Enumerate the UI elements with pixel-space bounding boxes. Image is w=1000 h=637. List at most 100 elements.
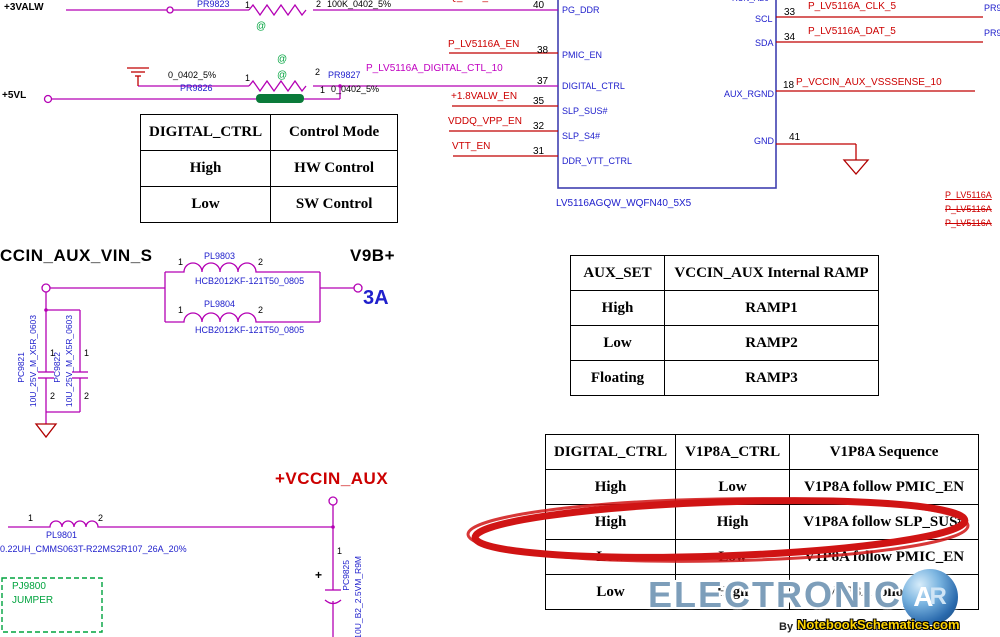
pin-number: 2 [316,0,322,9]
chip-pin-name-clipped: RUN_ADJ [732,0,769,3]
no-stuff-mark: @ [277,70,288,81]
chip-pin-name: SDA [755,38,774,48]
chip-pin-name: AUX_RGND [724,89,775,99]
table-cell: Low [544,574,677,610]
table-cell: Low [675,469,791,505]
net-label-dat: P_LV5116A_DAT_5 [808,26,896,37]
net-label-clk: P_LV5116A_CLK_5 [808,1,897,12]
table-cell: High [544,504,677,540]
table-header-cell: DIGITAL_CTRL [544,434,677,470]
pin-number: 31 [533,146,545,157]
resistor-ref: PR9823 [197,0,230,9]
pin-number: 37 [537,76,549,87]
pin-number: 2 [98,513,104,523]
no-stuff-mark: @ [277,54,288,65]
pin-number: 1 [178,305,184,315]
table-cell: Low [139,186,272,223]
capacitor-value: 10U_25V_M_X5R_0603 [28,315,38,408]
pin-number: 35 [533,96,545,107]
net-label-5vl: +5VL [2,90,27,101]
net-label-vtt-en: VTT_EN [452,141,491,152]
pin-number: 33 [784,7,796,18]
net-label-edge-struck: P_LV5116A [945,204,992,214]
pin-number: 2 [84,391,90,401]
chip-pin-name: PG_DDR [562,5,600,15]
table-cell: High [139,150,272,187]
pin-number: 34 [784,32,796,43]
table-cell: RAMP2 [664,325,879,361]
inductor-ref: PL9801 [46,530,78,540]
table-cell: RAMP1 [664,290,879,326]
table-cell: High [544,469,677,505]
table-header-cell: V1P8A_CTRL [675,434,791,470]
pin-number: 1 [178,257,184,267]
table-cell: Low [544,539,677,575]
chip-pin-name: SCL [755,14,773,24]
pin-number: 2 [50,391,56,401]
net-label-1v8alw-en: +1.8VALW_EN [451,91,518,102]
net-label-v9b: V9B+ [350,246,395,265]
capacitor-value: 10U_25V_M_X5R_0603 [64,315,74,408]
resistor-ref: PR9827 [328,70,361,80]
resistor-ref-clipped: PR9 [984,28,1000,38]
pin-number: 1 [245,0,251,10]
aux-set-table: AUX_SET VCCIN_AUX Internal RAMP High RAM… [570,255,879,396]
no-stuff-mark: @ [256,21,267,32]
net-label-clipped-top: VDDQ_VPP_EN [428,0,502,4]
net-label-vccin-aux-vin-s: CCIN_AUX_VIN_S [0,246,153,265]
pin-number: 1 [245,73,251,83]
table-cell: Low [675,539,791,575]
net-label-vccin-aux: +VCCIN_AUX [275,469,389,488]
inductor-value: HCB2012KF-121T50_0805 [195,276,305,286]
capacitor-ref: PC9821 [16,352,26,383]
table-cell: Low [570,325,665,361]
jumper-box [1,577,103,633]
resistor-value: 100K_0402_5% [327,0,392,9]
jumper-value: JUMPER [12,595,54,606]
inductor-value: HCB2012KF-121T50_0805 [195,325,305,335]
capacitor-value: 10U_B2_2.5VM_R9M [353,556,363,637]
pin-number: 1 [50,348,56,358]
table-cell: High [675,574,791,610]
pin-number: 1 [337,546,343,556]
chip-pin-name: GND [754,136,774,146]
polarity-plus-mark: + [315,568,323,582]
table-cell: SW Control [270,186,399,223]
pin-number: 40 [533,0,545,11]
net-label-pmic-en: P_LV5116A_EN [448,39,520,50]
resistor-ref: PR9826 [180,83,213,93]
ferrite-bead-symbol [256,94,304,103]
pin-number: 1 [28,513,34,523]
net-label-edge: P_LV5116A [945,190,992,200]
chip-pin-name: DDR_VTT_CTRL [562,156,633,166]
inductor-ref: PL9804 [204,299,236,309]
net-label-vsssense: P_VCCIN_AUX_VSSSENSE_10 [796,77,942,88]
net-label-digital-ctl: P_LV5116A_DIGITAL_CTL_10 [366,63,503,74]
pin-number: 41 [789,132,801,143]
table-cell: V1P8A follow SLP_SUS# [789,504,980,540]
pin-number: 1 [84,348,90,358]
resistor-value: 0_0402_5% [168,70,217,80]
pin-number: 18 [783,80,795,91]
net-label-edge-struck: P_LV5116A [945,218,992,228]
chip-part-number: LV5116AGQW_WQFN40_5X5 [556,198,692,209]
net-label-3valw: +3VALW [4,2,44,13]
watermark-title: ELECTRONICA [648,574,930,615]
watermark-logo-letter-a: A [913,581,934,612]
table-header-cell: DIGITAL_CTRL [139,114,272,151]
pin-number: 2 [315,67,321,77]
watermark-by-label: By [779,621,794,633]
inductor-value: 0.22UH_CMMS063T-R22MS2R107_26A_20% [0,544,187,554]
table-cell: Floating [570,360,665,396]
table-cell: V1P8A follow PMIC_EN [789,539,980,575]
chip-pin-name: SLP_S4# [562,131,601,141]
watermark-logo-letter-r: R [929,583,947,610]
table-header-cell: V1P8A Sequence [789,434,980,470]
chip-pin-name: SLP_SUS# [562,106,608,116]
inductor-ref: PL9803 [204,251,236,261]
table-header-cell: VCCIN_AUX Internal RAMP [664,255,879,291]
watermark-ar-logo: A R [902,569,958,625]
pin-number: 2 [258,257,264,267]
